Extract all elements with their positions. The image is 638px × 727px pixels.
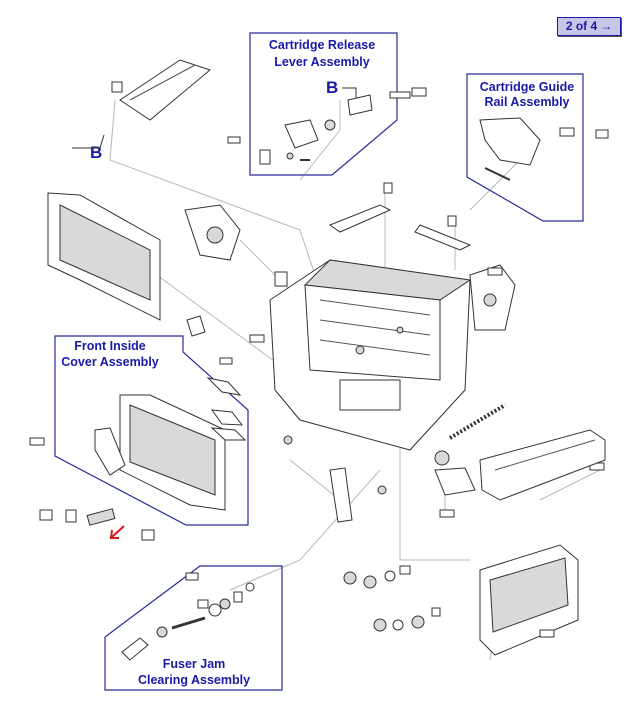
cartridge-release-box [249,32,398,176]
cartridge-guide-box [466,73,584,222]
fuser-unit [343,544,579,656]
cartridge-guide-label-line1: Cartridge Guide [480,80,575,94]
cartridge-guide-label-line2: Rail Assembly [485,95,570,109]
top-plate-part [328,204,392,233]
front-inside-label-line1: Front Inside [74,339,146,353]
front-inside-box [54,335,249,526]
fuser-jam-box [104,565,283,691]
cartridge-release-parts [227,87,427,165]
fuser-jam-parts [121,582,255,661]
cartridge-release-label-line2: Lever Assembly [274,55,369,69]
arrow-right-icon: → [600,19,613,33]
front-inside-label-line2: Cover Assembly [61,355,159,369]
cartridge-release-label-line1: Cartridge Release [269,38,375,52]
top-rail-part [119,59,212,121]
fuser-jam-label-line2: Clearing Assembly [138,673,250,687]
right-tray-part [479,429,606,501]
fuser-jam-label-line1: Fuser Jam [163,657,226,671]
main-chassis [269,259,472,451]
red-arrow-icon [109,525,125,539]
center-guide-part [184,204,241,261]
right-gear-module [469,264,516,331]
page-indicator: 2 of 4 [565,19,598,33]
spring-roller-parts [329,403,507,523]
left-side-panel [47,192,161,321]
callout-b-release: B [326,78,338,97]
loose-parts [29,81,605,581]
top-bracket-part [414,224,472,251]
cartridge-guide-parts [479,117,609,181]
front-inside-cover [94,315,247,511]
next-page-button[interactable]: 2 of 4→ [557,17,621,36]
